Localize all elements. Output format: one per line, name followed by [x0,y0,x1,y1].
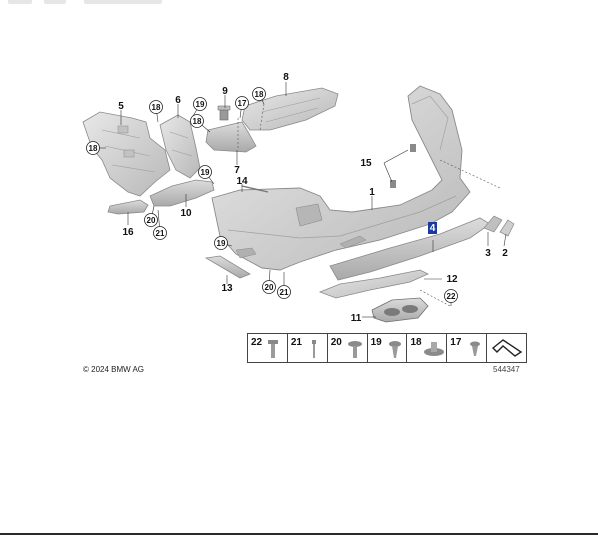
legend-cell-19[interactable]: 19 [368,334,408,362]
callout-12[interactable]: 12 [446,274,458,285]
bottom-divider [0,533,598,535]
callout-10[interactable]: 10 [180,208,192,219]
part-9-clip [217,105,231,121]
part-2-reflector [499,219,515,237]
tab-stub[interactable] [8,0,32,4]
callout-17[interactable]: 17 [238,99,247,108]
image-id: 544347 [493,365,520,374]
callout-14[interactable]: 14 [236,176,248,187]
part-15-clips [390,144,416,188]
callout-11[interactable]: 11 [351,313,362,324]
part-5-bracket [82,111,171,197]
part-4-diffuser [329,217,491,281]
tab-stub[interactable] [44,0,66,4]
callout-18[interactable]: 18 [152,103,161,112]
callout-4[interactable]: 4 [430,223,436,234]
callout-20[interactable]: 20 [265,283,274,292]
callout-1[interactable]: 1 [369,187,375,198]
cable-tie-icon [492,339,523,357]
legend-number: 18 [410,337,422,348]
legend-cell-cable-tie[interactable] [487,334,526,362]
callout-16[interactable]: 16 [122,227,134,238]
part-6-bracket [159,114,201,179]
callout-3[interactable]: 3 [485,248,491,259]
part-12-trim [318,269,429,299]
screw-icon [268,340,278,358]
expanding-rivet-icon [424,342,445,356]
part-16-trim [107,199,149,215]
part-1-bumper [211,85,471,271]
callout-6[interactable]: 6 [175,95,181,106]
fastener-legend: 22 21 20 19 18 17 [247,333,527,363]
tab-stub[interactable] [84,0,162,4]
clip-icon [388,341,401,358]
callout-13[interactable]: 13 [221,283,233,294]
leader-lines [93,82,507,318]
legend-cell-21[interactable]: 21 [288,334,328,362]
part-14-trim [241,185,269,193]
copyright-notice: © 2024 BMW AG [83,365,145,374]
legend-number: 21 [290,337,302,348]
legend-number: 17 [450,337,462,348]
legend-cell-20[interactable]: 20 [328,334,368,362]
callout-22[interactable]: 22 [447,292,456,301]
callout-5[interactable]: 5 [118,101,124,112]
callout-19[interactable]: 19 [201,168,210,177]
callout-19[interactable]: 19 [217,239,226,248]
callout-8[interactable]: 8 [283,72,289,83]
legend-number: 19 [370,337,382,348]
bolt-washer-icon [347,341,362,358]
part-13-trim [204,255,251,279]
callout-9[interactable]: 9 [222,86,228,97]
circled-callouts [86,87,458,303]
callout-4-highlight [428,222,437,234]
callout-18[interactable]: 18 [193,117,202,126]
callout-18[interactable]: 18 [255,90,264,99]
part-8-bracket [241,87,339,131]
callout-15[interactable]: 15 [360,158,372,169]
legend-number: 20 [330,337,342,348]
legend-cell-17[interactable]: 17 [447,334,488,362]
callout-2[interactable]: 2 [502,248,508,259]
callout-18[interactable]: 18 [89,144,98,153]
pin-icon [311,340,316,358]
callout-21[interactable]: 21 [156,229,165,238]
part-3-reflector [483,215,503,233]
callout-21[interactable]: 21 [280,288,289,297]
dashed-leader-lines [237,103,501,307]
callout-20[interactable]: 20 [147,216,156,225]
part-11-exhaust-trim [371,297,429,323]
callout-7[interactable]: 7 [234,165,240,176]
part-10-bracket [149,179,215,207]
push-clip-icon [470,341,481,356]
legend-cell-18[interactable]: 18 [407,334,448,362]
callout-19[interactable]: 19 [196,100,205,109]
legend-cell-22[interactable]: 22 [248,334,288,362]
legend-number: 22 [251,337,263,348]
part-7-bracket [205,121,257,153]
